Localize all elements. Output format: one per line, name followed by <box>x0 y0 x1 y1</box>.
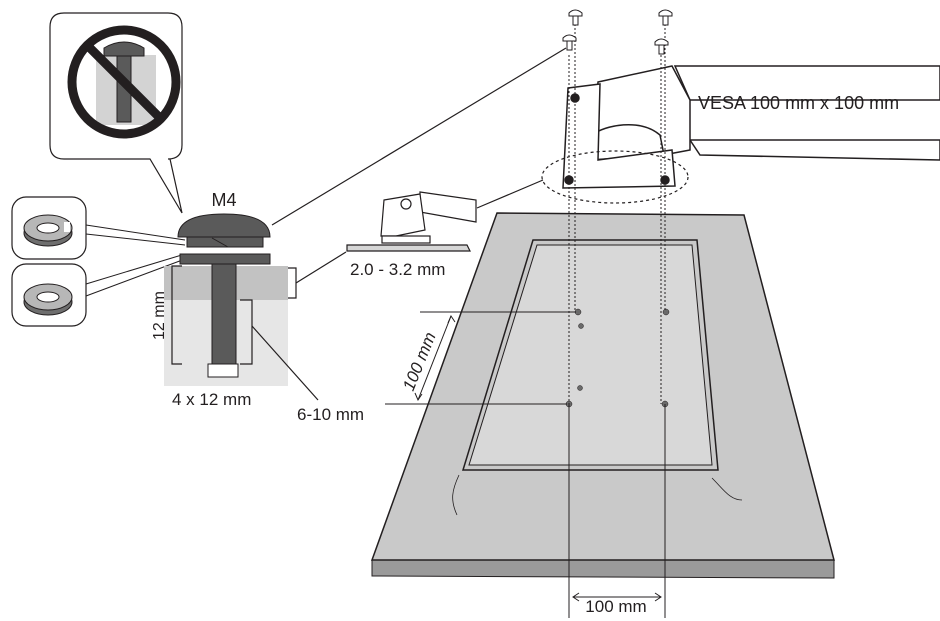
screw-head <box>177 213 271 238</box>
stand-thickness-label: 2.0 - 3.2 mm <box>350 260 445 279</box>
vesa-hole <box>578 323 584 329</box>
panel-side-face <box>371 559 835 579</box>
stand-bracket <box>562 65 940 189</box>
panel-recess-inner <box>468 244 713 466</box>
screw-shank <box>211 263 237 375</box>
screw-size-label: 4 x 12 mm <box>172 390 251 409</box>
leader-clamp-to-bracket <box>476 179 544 209</box>
bracket-highlight-ellipse <box>541 150 689 204</box>
screw-icon <box>654 38 669 55</box>
spring-washer-icon <box>23 214 73 247</box>
stand-arm-lower <box>688 139 940 161</box>
plate <box>346 244 471 252</box>
spring-washer <box>186 236 264 248</box>
hole-spacing-horizontal-label: 100 mm <box>585 597 646 616</box>
prohibited-callout <box>49 12 183 214</box>
panel-left-contour <box>452 474 460 516</box>
leader-screw-to-bracket <box>271 47 567 226</box>
vesa-label: VESA 100 mm x 100 mm <box>698 93 899 113</box>
stand-arm <box>673 65 940 101</box>
screw-icon <box>568 9 583 26</box>
flat-washer-callout <box>11 263 87 327</box>
vesa-hole <box>662 308 670 316</box>
monitor-panel <box>370 212 835 579</box>
prohibited-long-screw-icon <box>67 25 181 139</box>
plate-thickness-bracket <box>288 267 297 299</box>
washer-leaders <box>85 224 186 297</box>
screw-icon <box>658 9 673 26</box>
bracket-plate <box>562 83 676 189</box>
dimension-horizontal <box>568 404 666 618</box>
leader-plate-to-thickness <box>295 251 347 284</box>
flat-washer <box>179 253 271 265</box>
length-bracket <box>171 265 253 365</box>
screw-tip <box>207 363 239 378</box>
clamp-body <box>380 193 426 237</box>
leader-hole-depth <box>251 325 319 401</box>
clamp-hole <box>400 198 412 210</box>
screw-type-label: M4 <box>211 190 236 210</box>
panel-recess-outer <box>461 239 719 471</box>
vesa-hole <box>577 385 583 391</box>
alignment-lines <box>568 24 666 404</box>
flat-washer-icon <box>23 283 73 316</box>
screw-icon <box>562 34 577 51</box>
thickness-detail <box>346 191 477 252</box>
clamp-foot <box>381 235 431 244</box>
spring-washer-callout <box>11 196 87 260</box>
screw-assembly <box>164 213 288 386</box>
hole-depth-label: 6-10 mm <box>297 405 364 424</box>
dimension-vertical <box>385 311 576 405</box>
arm-sketch <box>419 191 477 223</box>
screw-length-label: 12 mm <box>151 291 168 340</box>
panel-right-contour <box>711 477 743 501</box>
top-screws <box>562 9 673 55</box>
